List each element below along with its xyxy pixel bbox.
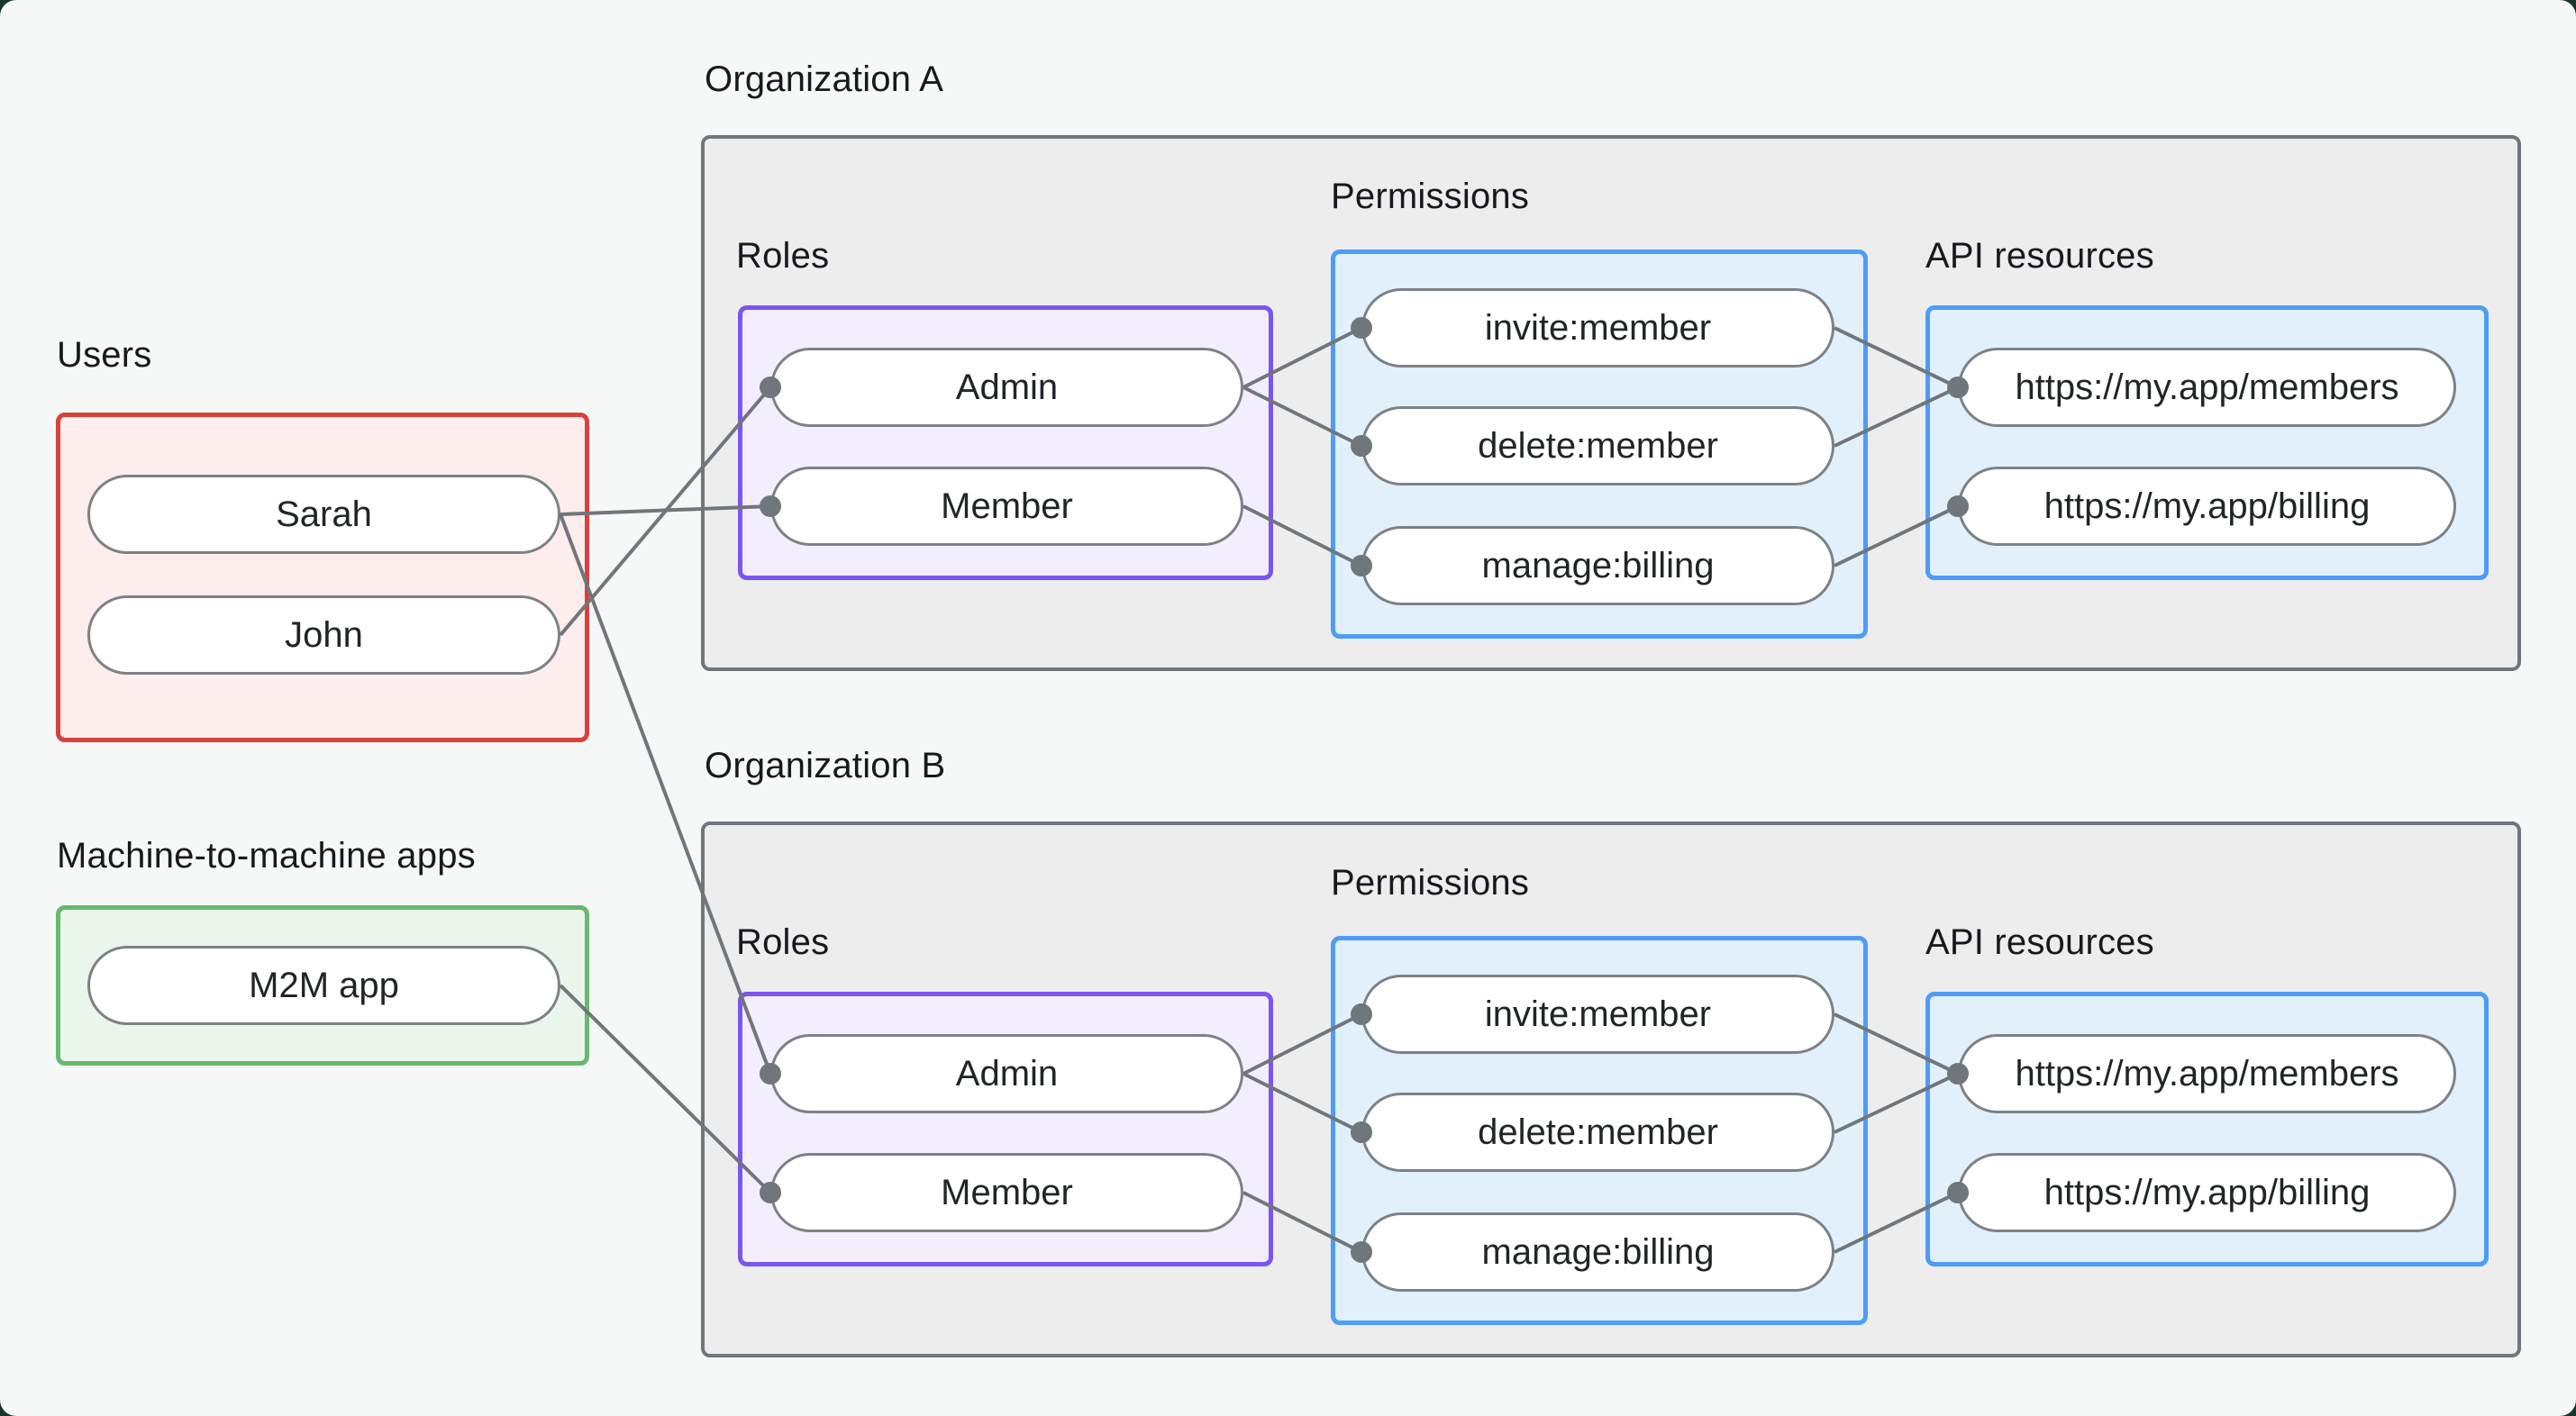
node-label: https://my.app/members — [2015, 1053, 2399, 1094]
node-org-a-api-members: https://my.app/members — [1958, 348, 2456, 427]
node-org-a-permission-delete-member: delete:member — [1361, 406, 1834, 486]
org-b-permissions-title: Permissions — [1331, 863, 1530, 903]
node-org-b-permission-manage-billing: manage:billing — [1361, 1212, 1834, 1292]
org-b-api-resources-title: API resources — [1925, 922, 2154, 962]
node-label: Admin — [955, 367, 1059, 407]
org-a-permissions-title: Permissions — [1331, 177, 1530, 216]
node-org-a-role-member: Member — [770, 467, 1243, 546]
node-label: manage:billing — [1481, 545, 1715, 585]
node-label: Member — [941, 1172, 1073, 1212]
node-org-a-permission-manage-billing: manage:billing — [1361, 526, 1834, 605]
node-org-a-permission-invite-member: invite:member — [1361, 288, 1834, 368]
node-label: Member — [941, 486, 1073, 526]
node-label: https://my.app/billing — [2044, 486, 2371, 526]
node-org-b-role-admin: Admin — [770, 1034, 1243, 1113]
node-m2m-app: M2M app — [87, 946, 560, 1025]
users-group-title: Users — [57, 335, 152, 375]
node-label: https://my.app/billing — [2044, 1172, 2371, 1212]
node-org-b-api-members: https://my.app/members — [1958, 1034, 2456, 1113]
org-b-title: Organization B — [705, 746, 946, 785]
node-org-a-api-billing: https://my.app/billing — [1958, 467, 2456, 546]
node-label: Sarah — [276, 494, 372, 534]
node-org-b-permission-invite-member: invite:member — [1361, 975, 1834, 1054]
node-org-a-role-admin: Admin — [770, 348, 1243, 427]
node-label: M2M app — [249, 965, 399, 1005]
node-label: John — [285, 614, 363, 655]
org-a-roles-title: Roles — [736, 236, 830, 276]
node-org-b-permission-delete-member: delete:member — [1361, 1093, 1834, 1172]
node-org-b-role-member: Member — [770, 1153, 1243, 1232]
node-user-sarah: Sarah — [87, 475, 560, 554]
node-label: invite:member — [1484, 307, 1712, 348]
node-label: delete:member — [1478, 1112, 1718, 1152]
node-org-b-api-billing: https://my.app/billing — [1958, 1153, 2456, 1232]
node-user-john: John — [87, 595, 560, 675]
node-label: Admin — [955, 1053, 1059, 1094]
users-group-box — [56, 413, 589, 742]
org-b-roles-title: Roles — [736, 922, 830, 962]
node-label: delete:member — [1478, 425, 1718, 466]
org-a-api-resources-title: API resources — [1925, 236, 2154, 276]
node-label: invite:member — [1484, 994, 1712, 1034]
org-a-title: Organization A — [705, 59, 944, 99]
m2m-group-title: Machine-to-machine apps — [57, 836, 476, 876]
node-label: https://my.app/members — [2015, 367, 2399, 407]
node-label: manage:billing — [1481, 1231, 1715, 1272]
